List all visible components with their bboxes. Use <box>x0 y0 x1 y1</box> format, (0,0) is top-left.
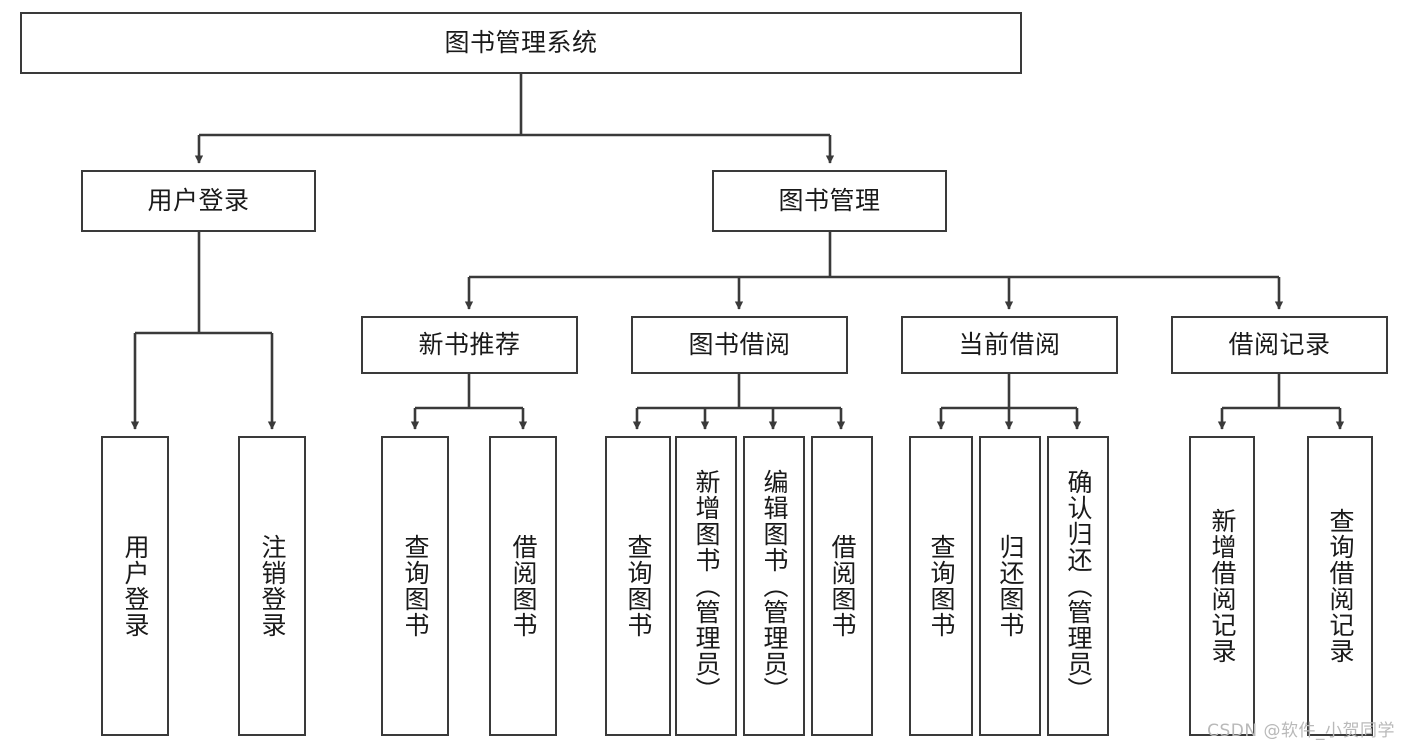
leaf-add-borrow-record[interactable]: 新增借阅记录 <box>1189 436 1255 736</box>
node-borrow-record[interactable]: 借阅记录 <box>1171 316 1388 374</box>
node-label: 查询图书 <box>401 534 430 638</box>
leaf-confirm-return[interactable]: 确认归还（管理员） <box>1047 436 1109 736</box>
leaf-return-book[interactable]: 归还图书 <box>979 436 1041 736</box>
node-label: 借阅图书 <box>509 534 538 638</box>
node-label: 确认归还（管理员） <box>1064 469 1093 703</box>
node-label: 借阅图书 <box>828 534 857 638</box>
node-book-management[interactable]: 图书管理 <box>712 170 947 232</box>
node-new-book-recommend[interactable]: 新书推荐 <box>361 316 578 374</box>
node-label: 借阅记录 <box>1228 330 1331 360</box>
node-label: 编辑图书（管理员） <box>760 469 789 703</box>
node-label: 新增借阅记录 <box>1208 508 1237 664</box>
node-label: 当前借阅 <box>958 330 1061 360</box>
leaf-add-book[interactable]: 新增图书（管理员） <box>675 436 737 736</box>
node-current-borrow[interactable]: 当前借阅 <box>901 316 1118 374</box>
node-user-login[interactable]: 用户登录 <box>81 170 316 232</box>
leaf-user-login[interactable]: 用户登录 <box>101 436 169 736</box>
node-label: 新书推荐 <box>418 330 521 360</box>
node-label: 查询借阅记录 <box>1326 508 1355 664</box>
node-book-borrow[interactable]: 图书借阅 <box>631 316 848 374</box>
leaf-edit-book[interactable]: 编辑图书（管理员） <box>743 436 805 736</box>
leaf-query-book-current[interactable]: 查询图书 <box>909 436 973 736</box>
leaf-logout-login[interactable]: 注销登录 <box>238 436 306 736</box>
leaf-query-borrow-record[interactable]: 查询借阅记录 <box>1307 436 1373 736</box>
node-label: 用户登录 <box>121 534 150 638</box>
leaf-query-book-new-recommend[interactable]: 查询图书 <box>381 436 449 736</box>
node-label: 新增图书（管理员） <box>692 469 721 703</box>
node-label: 用户登录 <box>147 186 250 216</box>
leaf-borrow-book-borrow[interactable]: 借阅图书 <box>811 436 873 736</box>
node-book-management-system[interactable]: 图书管理系统 <box>20 12 1022 74</box>
node-label: 查询图书 <box>624 534 653 638</box>
node-label: 归还图书 <box>996 534 1025 638</box>
leaf-borrow-book-new-recommend[interactable]: 借阅图书 <box>489 436 557 736</box>
leaf-query-book-borrow[interactable]: 查询图书 <box>605 436 671 736</box>
node-label: 图书借阅 <box>688 330 791 360</box>
node-label: 注销登录 <box>258 534 287 638</box>
node-label: 查询图书 <box>927 534 956 638</box>
node-label: 图书管理 <box>778 186 881 216</box>
node-label: 图书管理系统 <box>444 28 598 58</box>
csdn-watermark: CSDN @软件_小贺同学 <box>1207 721 1395 741</box>
